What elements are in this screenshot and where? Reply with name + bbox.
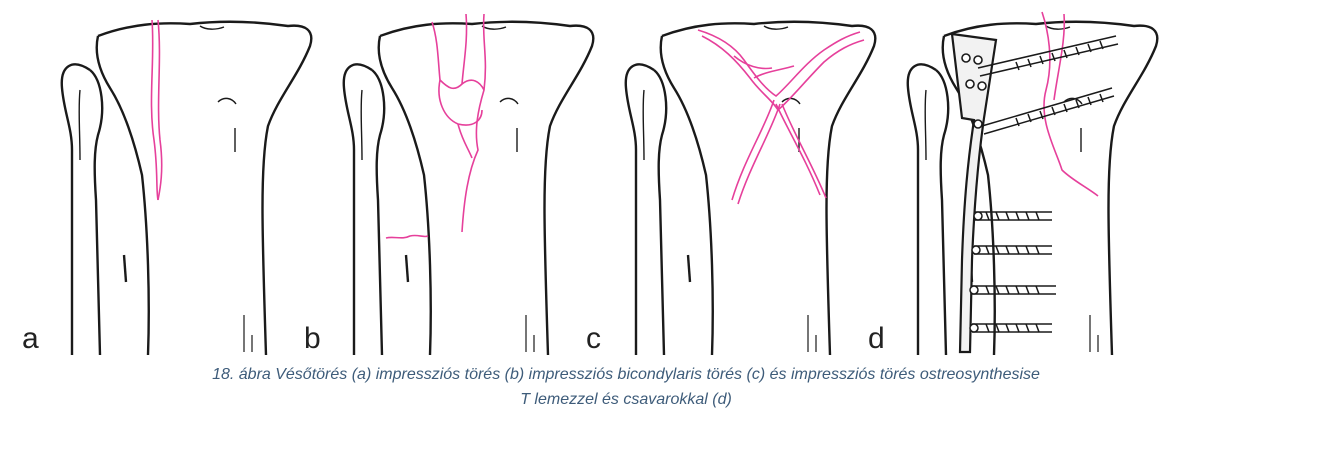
panel-c: c — [586, 20, 877, 357]
fracture-lines-c — [697, 29, 865, 205]
panel-letter-a: a — [22, 322, 39, 355]
screws — [969, 35, 1119, 333]
tibia-fracture-illustration: a b c — [22, 11, 1159, 357]
fracture-lines-a — [150, 19, 163, 201]
t-plate — [950, 32, 998, 354]
panel-letter-d: d — [868, 322, 885, 355]
panel-d: d — [868, 11, 1159, 357]
caption-line-1: 18. ábra Vésőtörés (a) impressziós törés… — [212, 366, 1040, 383]
fracture-lines-b — [385, 13, 487, 239]
fracture-line-d — [1041, 11, 1099, 197]
caption-line-2: T lemezzel és csavarokkal (d) — [520, 391, 732, 408]
figure-caption: 18. ábra Vésőtörés (a) impressziós törés… — [0, 362, 1252, 412]
panel-letter-c: c — [586, 322, 601, 355]
panel-a: a — [22, 19, 313, 357]
panel-letter-b: b — [304, 322, 321, 355]
panel-b: b — [304, 13, 595, 357]
